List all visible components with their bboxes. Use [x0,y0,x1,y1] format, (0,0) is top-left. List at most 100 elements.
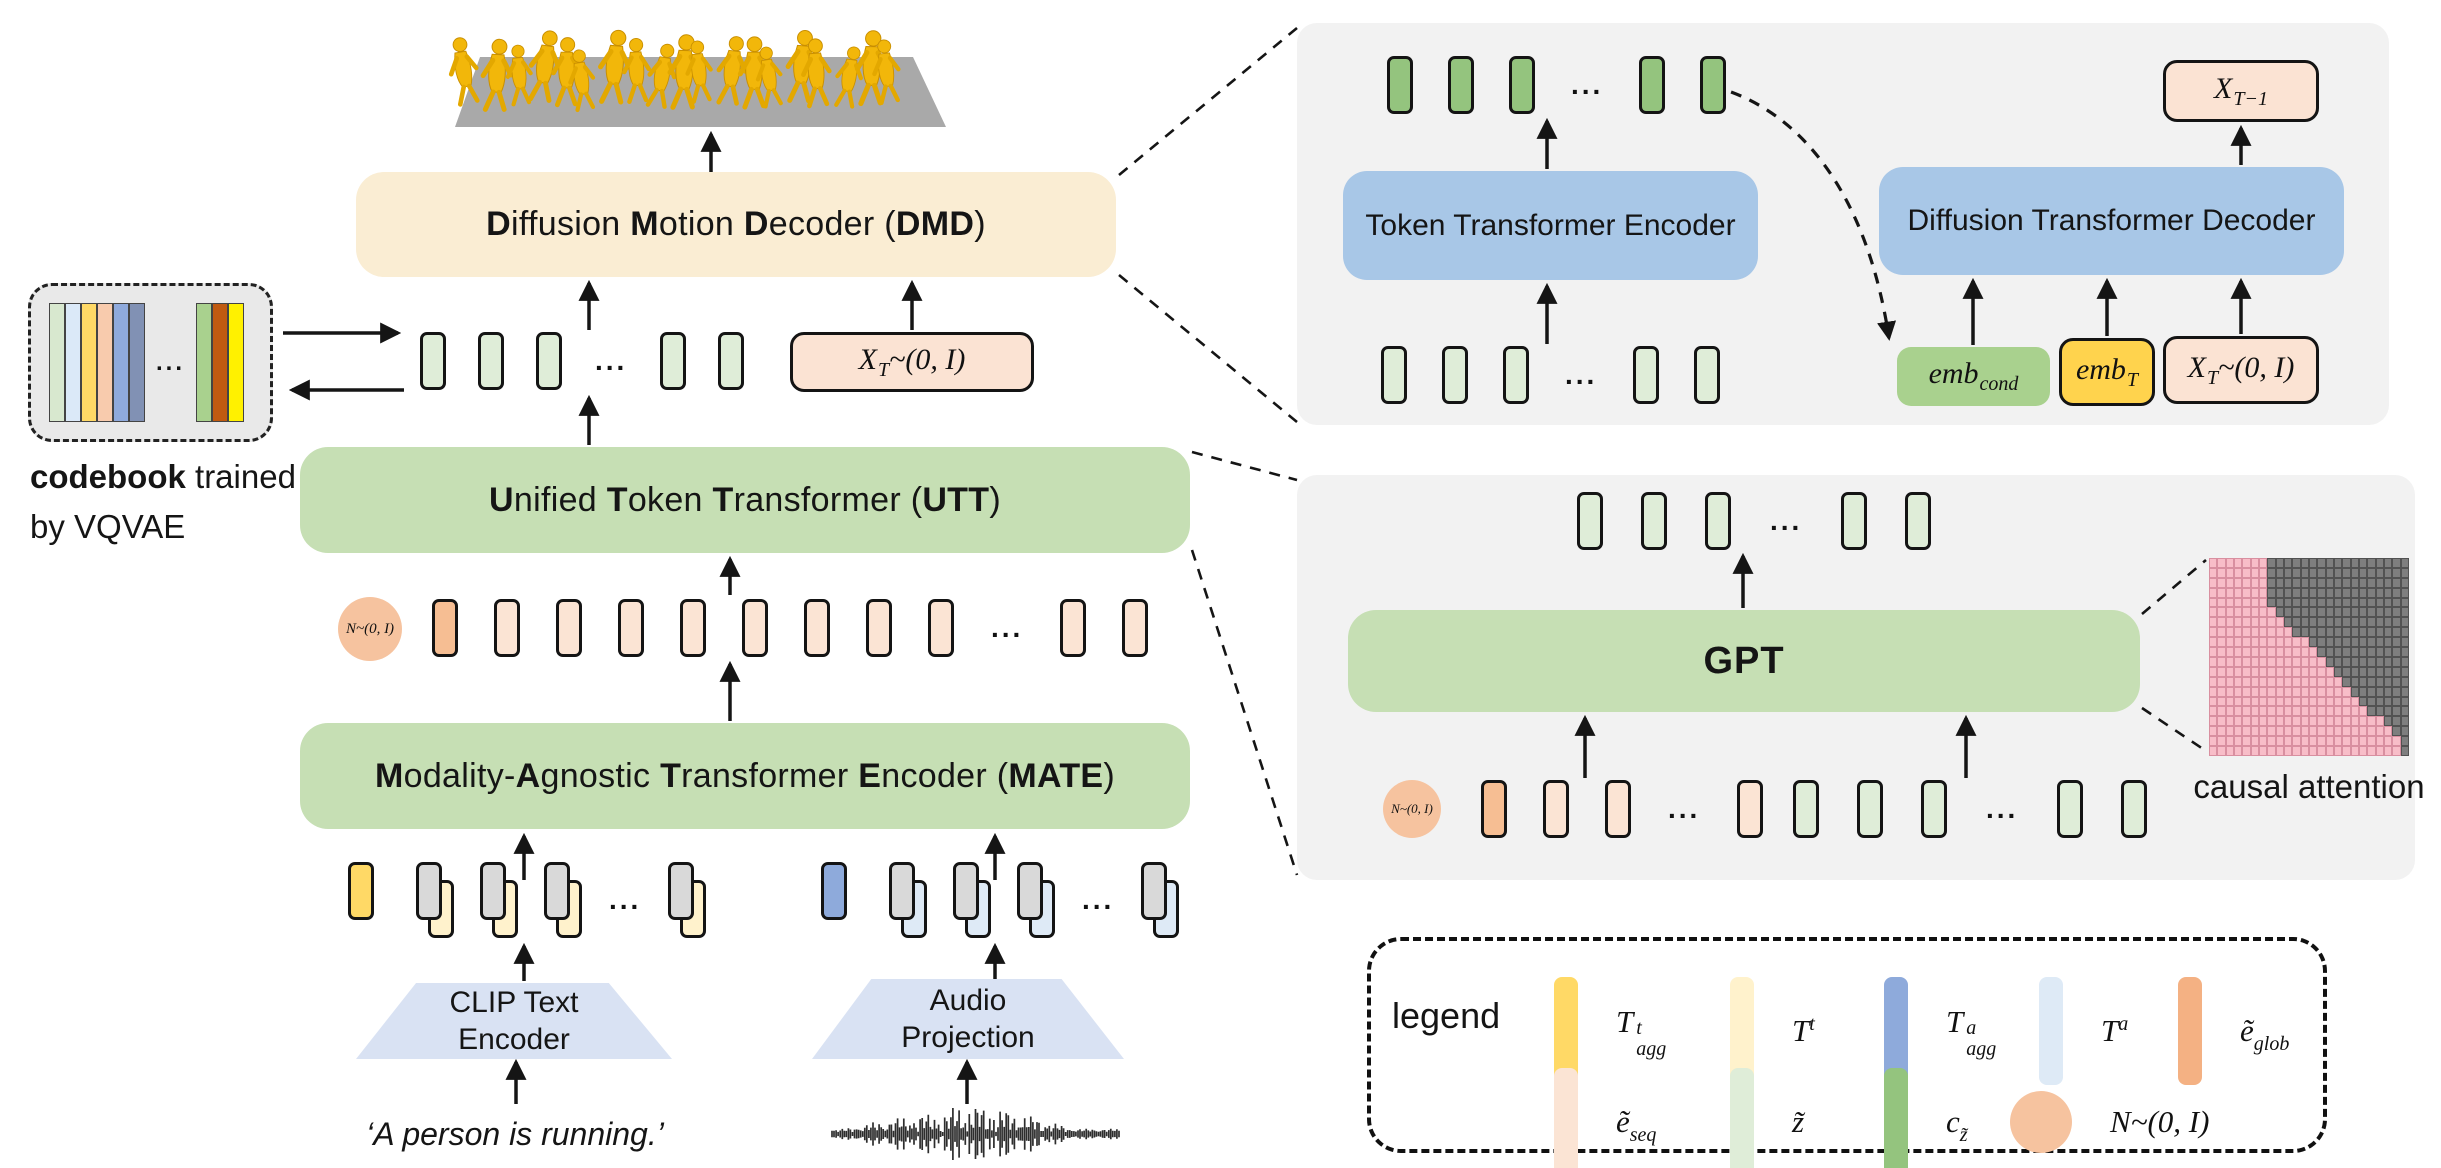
grid-cell [2342,656,2351,667]
grid-cell [2258,746,2268,756]
grid-cell [2358,686,2368,697]
audio-projection: Audio Projection [812,979,1124,1059]
ellipsis: ... [991,612,1024,643]
grid-cell [2400,746,2409,756]
clip-text-encoder: CLIP Text Encoder [356,983,672,1059]
grid-cell [2392,696,2401,707]
grid-cell [2292,647,2301,657]
grid-cell [2350,656,2359,667]
token-z [478,332,504,390]
grid-cell [2258,627,2268,638]
grid-cell [2350,666,2359,677]
audio-label-line2: Projection [901,1021,1035,1054]
grid-cell [2308,637,2318,648]
grid-cell [2258,656,2268,667]
grid-cell [2225,696,2234,707]
grid-cell [2375,666,2384,677]
grid-cell [2308,726,2318,737]
grid-cell [2250,637,2259,648]
grid-cell [2392,597,2401,608]
legend-box [1367,937,2327,1153]
grid-cell [2367,726,2376,737]
grid-cell [2358,746,2368,756]
grid-cell [2267,676,2276,687]
legend-swatch [1884,977,1908,1085]
grid-cell [2209,637,2218,648]
floor-plane [455,57,946,127]
token-z [1841,492,1868,550]
grid-cell [2358,656,2368,667]
grid-cell [2375,597,2384,608]
codebook-entry [212,303,229,422]
grid-cell [2242,746,2251,756]
grid-cell [2325,587,2334,598]
grid-cell [2275,686,2284,697]
grid-cell [2292,716,2301,727]
grid-cell [2300,607,2309,618]
token-es [804,599,830,657]
token-es [928,599,954,657]
grid-cell [2325,726,2334,737]
grid-cell [2209,647,2218,657]
grid-cell [2392,746,2401,756]
grid-cell [2325,696,2334,707]
grid-cell [2392,637,2401,648]
token-transformer-encoder-box: Token Transformer Encoder [1343,171,1758,280]
ellipsis: ... [595,345,628,376]
grid-cell [2358,696,2368,707]
grid-cell [2283,706,2293,717]
grid-cell [2308,558,2318,568]
legend-swatch [2010,1091,2072,1153]
grid-cell [2225,617,2234,628]
token-es [1122,599,1149,657]
grid-cell [2308,716,2318,727]
grid-cell [2233,706,2243,717]
codebook-caption-line1: codebook trained [30,458,296,495]
grid-cell [2325,607,2334,618]
grid-cell [2342,736,2351,747]
grid-cell [2325,746,2334,756]
dtd-label: Diffusion Transformer Decoder [1907,204,2316,237]
grid-cell [2308,746,2318,756]
grid-cell [2242,726,2251,737]
token-es [1060,599,1087,657]
grid-cell [2283,746,2293,756]
grid-cell [2383,746,2393,756]
grid-cell [2317,656,2326,667]
grid-cell [2350,567,2359,578]
grid-cell [2333,686,2343,697]
grid-cell [2250,567,2259,578]
grid-cell [2275,627,2284,638]
clip-label-line1: CLIP Text [449,985,579,1019]
grid-cell [2317,607,2326,618]
grid-cell [2225,647,2234,657]
grid-cell [2367,558,2376,568]
grid-cell [2209,686,2218,697]
grid-cell [2292,666,2301,677]
grid-cell [2250,666,2259,677]
grid-cell [2250,716,2259,727]
grid-cell [2400,656,2409,667]
grid-cell [2283,736,2293,747]
grid-cell [2325,558,2334,568]
grid-cell [2333,597,2343,608]
legend-swatch [1730,977,1754,1085]
audio-waveform [831,1108,1120,1160]
grid-cell [2358,666,2368,677]
grid-cell [2217,637,2226,648]
grid-cell [2400,647,2409,657]
grid-cell [2325,706,2334,717]
grid-cell [2358,676,2368,687]
token-es [556,599,582,657]
grid-cell [2258,686,2268,697]
grid-cell [2242,617,2251,628]
grid-cell [2283,696,2293,707]
grid-cell [2383,686,2393,697]
grid-cell [2400,666,2409,677]
grid-cell [2333,706,2343,717]
xt-noise-box: XT~(0, I) [790,332,1034,392]
grid-cell [2325,716,2334,727]
grid-cell [2317,617,2326,628]
grid-cell [2267,696,2276,707]
